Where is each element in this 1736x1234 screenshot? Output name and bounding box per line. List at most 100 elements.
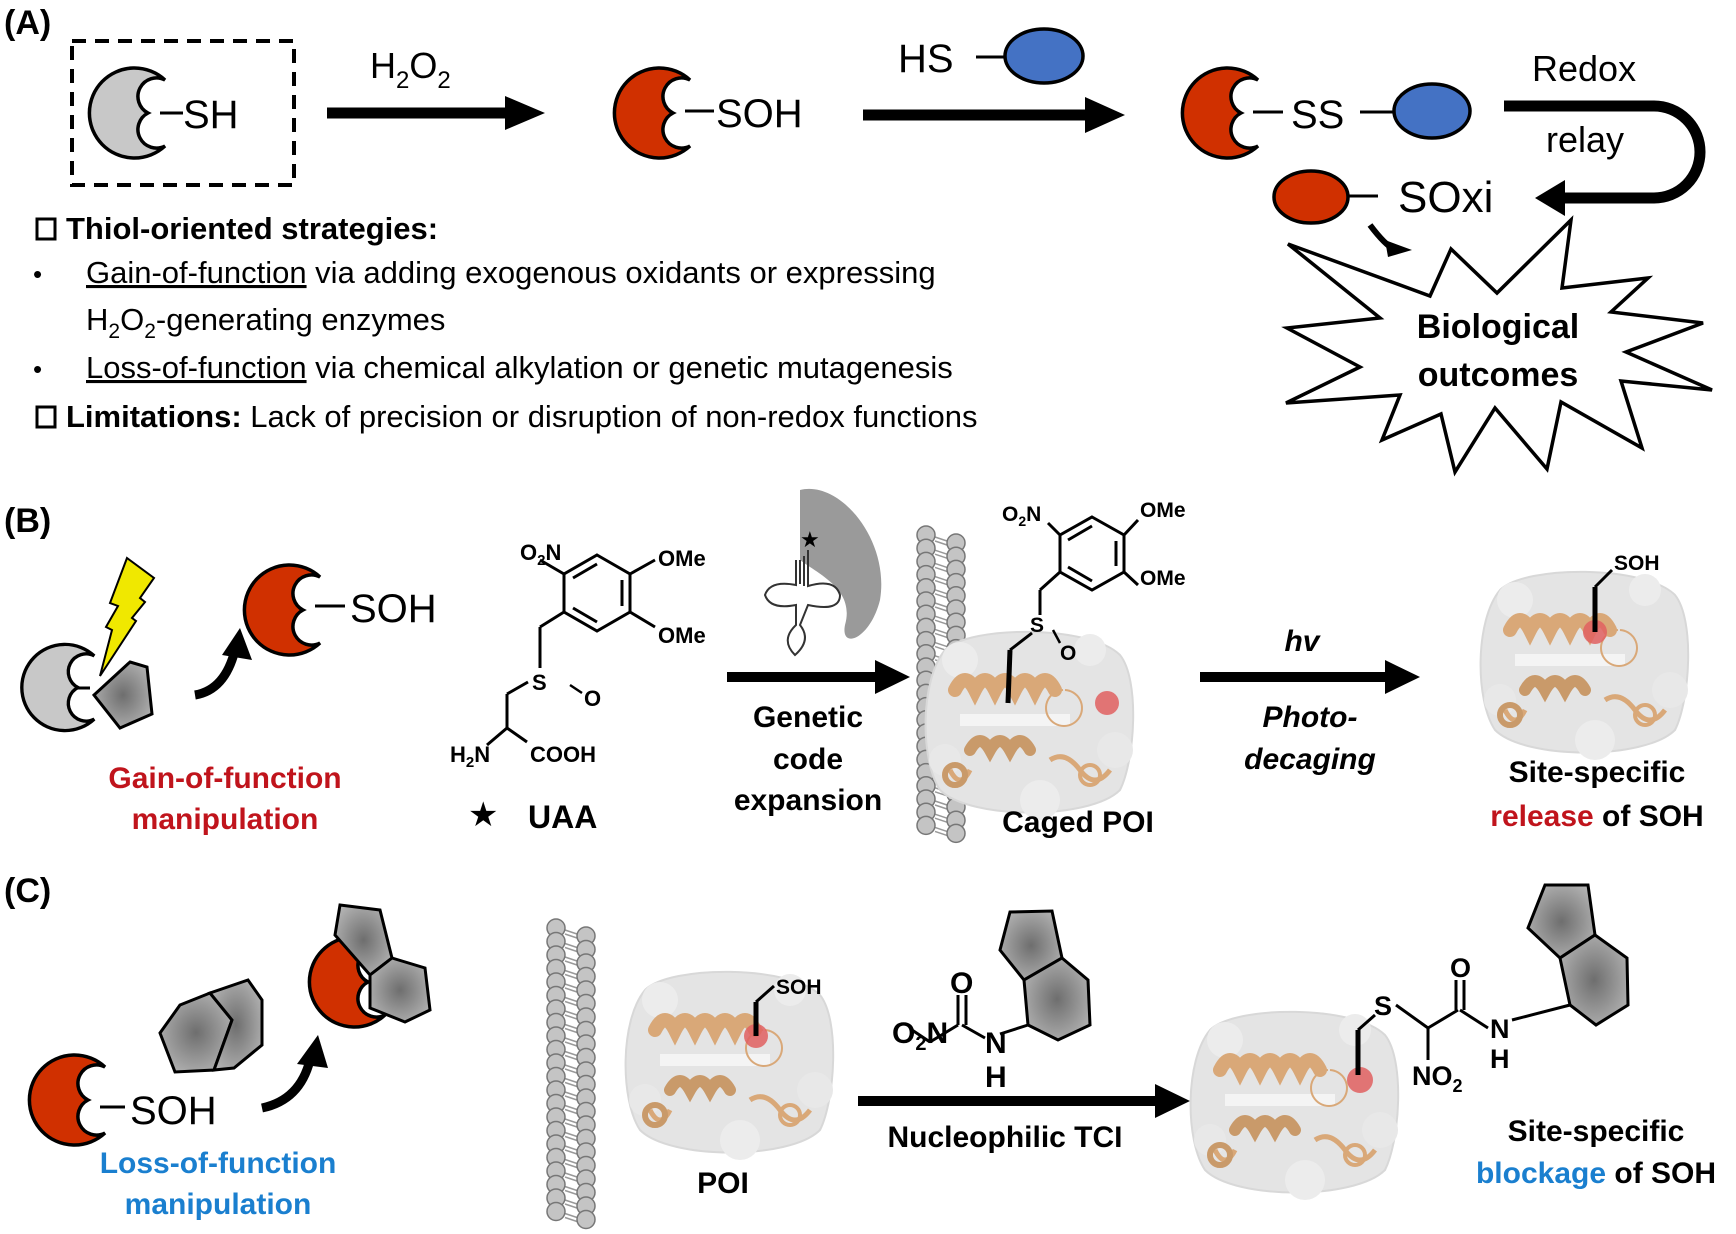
blockage-result-label-1: Site-specific (1508, 1115, 1685, 1148)
lipid-tail (564, 1010, 578, 1016)
outcome-label-2: outcomes (1418, 356, 1579, 394)
lipid-tail (564, 1023, 578, 1030)
lipid-tail (564, 960, 578, 966)
uaa-label: UAA (528, 799, 597, 835)
adduct-nitro: NO2 (1412, 1061, 1463, 1096)
caged-uaa-structure (1005, 515, 1140, 704)
lipid-tail (564, 933, 578, 939)
uaa-so-bond (569, 683, 583, 695)
probe-amide-n: N (985, 1027, 1007, 1060)
redox-relay-arrow (1504, 100, 1706, 204)
uaa-ome-bottom: OMe (658, 623, 706, 648)
lipid-tail (934, 540, 948, 546)
lipid-tail (934, 589, 948, 595)
lipid-tail (934, 579, 948, 586)
lipid-tail (934, 602, 948, 608)
photodecaging-arrow-head (1385, 660, 1420, 694)
loss-manipulation-label-2: manipulation (125, 1188, 312, 1221)
lipid-tail (934, 641, 948, 648)
uaa-structure (486, 553, 656, 747)
adduct-sulfur: S (1374, 991, 1392, 1021)
redox-relay-label-2: relay (1546, 119, 1624, 160)
oxidized-protein-icon-c (27, 1053, 107, 1147)
hv-label: hv (1284, 625, 1321, 658)
probe-nitro: O2N (892, 1017, 948, 1055)
relay-protein-icon (1272, 169, 1350, 225)
caged-so-bond (1051, 629, 1062, 644)
lipid-tail (934, 830, 948, 837)
lipid-tail (564, 1149, 578, 1155)
lipid-tail (564, 1122, 578, 1128)
caged-nitro: O2N (1002, 503, 1041, 529)
blocked-cysteine-site (1347, 1067, 1373, 1093)
lipid-tail (564, 1050, 578, 1057)
uaa-ome-top: OMe (658, 546, 706, 571)
bullet-icon-1: • (33, 259, 42, 289)
lipid-tail (564, 1037, 578, 1043)
soxi-label: SOxi (1398, 173, 1493, 222)
lipid-tail (934, 804, 948, 810)
photodecaging-label-1: Photo- (1263, 701, 1358, 734)
lipid-tail (934, 553, 948, 559)
probe-amide-h: H (985, 1061, 1007, 1094)
lipid-tail (564, 1135, 578, 1142)
released-poi-protein-icon (1481, 572, 1689, 760)
poi-label: POI (697, 1167, 749, 1200)
release-result-label-1: Site-specific (1509, 756, 1686, 789)
lipid-tail (564, 1108, 578, 1115)
soh-label-b: SOH (350, 587, 437, 631)
adduct-carbonyl-o: O (1450, 953, 1471, 983)
lipid-tail (564, 1131, 578, 1138)
thiol-exchange-arrow-head (1085, 97, 1125, 133)
lipid-tail (564, 969, 578, 976)
loss-curved-arrow (260, 1058, 315, 1113)
lipid-tail (564, 1095, 578, 1101)
trna-icon (763, 550, 842, 657)
membrane-c-icon (546, 918, 596, 1230)
lipid-tail (564, 1027, 578, 1034)
uaa-amine: H2N (450, 742, 490, 771)
lipid-tail (934, 813, 948, 819)
lipid-tail (564, 1014, 578, 1020)
genetic-code-label-3: expansion (734, 784, 882, 817)
lipid-tail (934, 628, 948, 635)
poi-soh-label: SOH (776, 976, 822, 999)
probe-icon-free (158, 978, 264, 1074)
probe-icon-bound (333, 903, 432, 1024)
lipid-tail (564, 1176, 578, 1182)
lipid-tail (934, 593, 948, 599)
poi-sidechain-2 (755, 984, 775, 1004)
panel-a-label: (A) (4, 4, 51, 42)
adduct-amide-n: N (1490, 1014, 1510, 1044)
oxidized-protein-icon (612, 66, 692, 160)
release-result-label-2: release of SOH (1490, 800, 1703, 833)
biological-outcome-burst (1281, 215, 1713, 477)
genetic-code-label-1: Genetic (753, 701, 863, 734)
sulfenic-acid-label: SOH (716, 92, 803, 136)
lipid-tail (564, 1189, 578, 1196)
caged-sulfur: S (1030, 614, 1044, 637)
photodecaging-label-2: decaging (1244, 743, 1376, 776)
released-sidechain-2 (1593, 568, 1614, 589)
caging-group-pentagon-icon (91, 660, 154, 730)
synthetase-icon (800, 488, 882, 639)
lipid-tail (564, 1216, 578, 1223)
h2o2-label: H2O2 (370, 45, 451, 94)
lipid-tail (564, 1185, 578, 1192)
lipid-tail (564, 1000, 578, 1007)
adduct-amide-h: H (1490, 1044, 1510, 1074)
lipid-tail (934, 566, 948, 573)
lipid-tail (564, 973, 578, 980)
disulfide-protein-icon (1180, 66, 1260, 160)
lipid-tail (564, 1077, 578, 1084)
disulfide-label: SS (1291, 93, 1344, 137)
uaa-carboxyl: COOH (530, 742, 596, 767)
caged-poi-protein-icon (926, 632, 1134, 820)
gain-curved-arrow-head (222, 628, 252, 660)
soh-label-c: SOH (130, 1089, 217, 1133)
poi-protein-icon (626, 972, 834, 1160)
lipid-tail (934, 632, 948, 639)
lipid-tail (934, 606, 948, 612)
lipid-head-inner (576, 1209, 596, 1230)
